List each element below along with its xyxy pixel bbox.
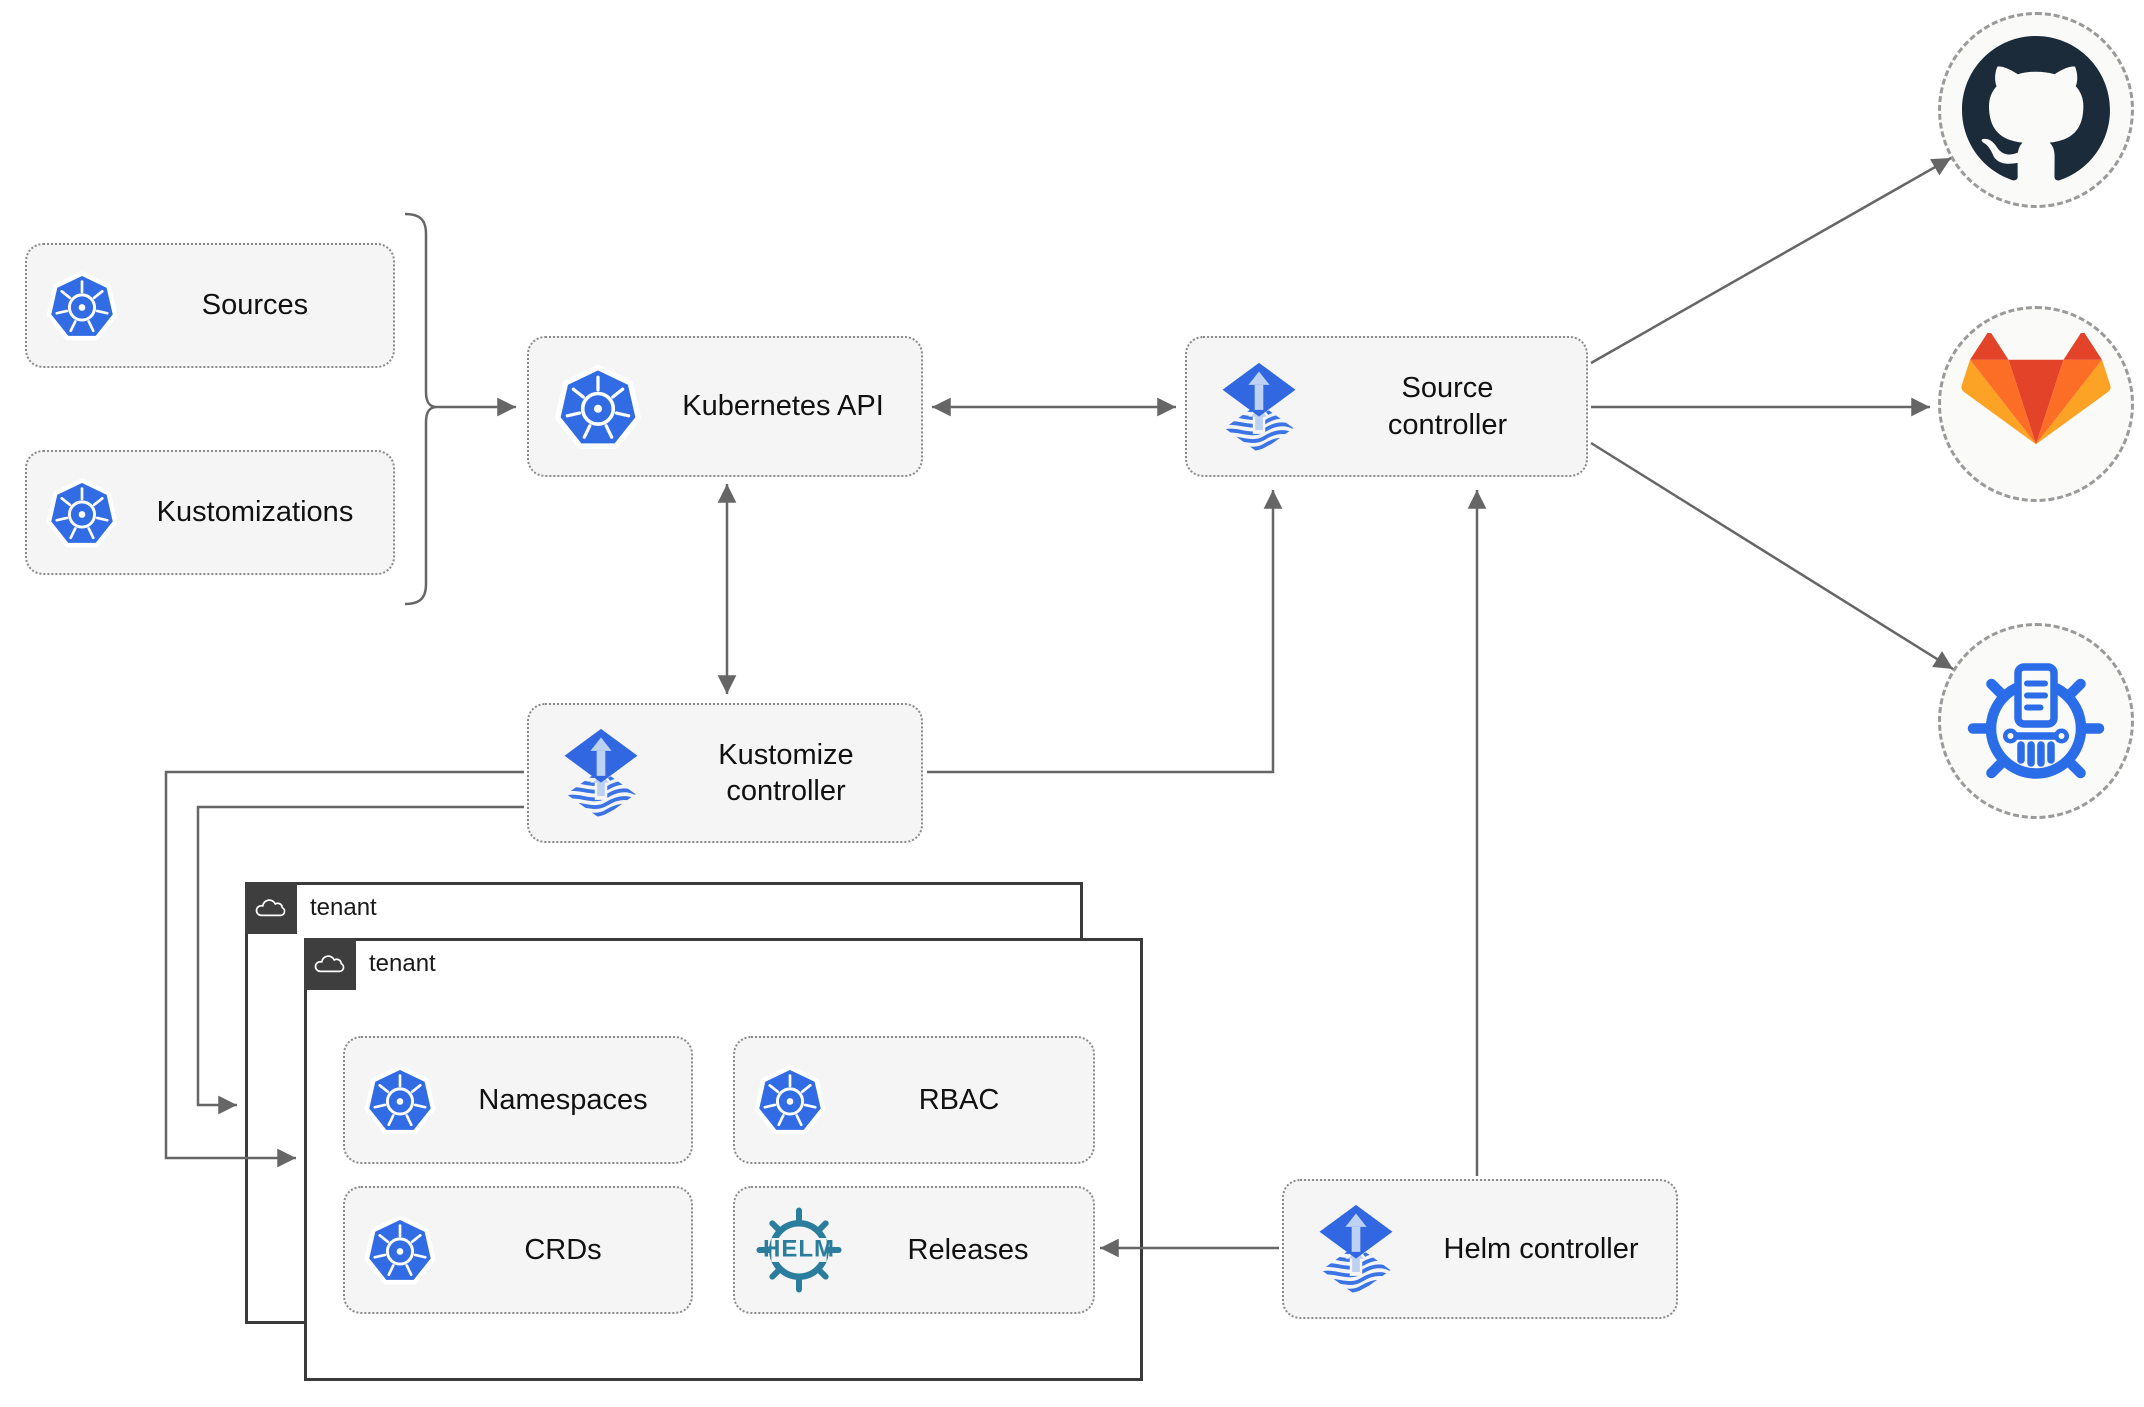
tenant-group-front: tenant Namespaces RBAC CRDs HELM Release… (304, 938, 1143, 1381)
node-rbac: RBAC (733, 1036, 1095, 1164)
cloud-icon (245, 882, 297, 934)
node-crds: CRDs (343, 1186, 693, 1314)
node-sources: Sources (25, 243, 395, 368)
rbac-label: RBAC (918, 1083, 1000, 1116)
kubernetes-icon (45, 269, 119, 343)
kubernetes-icon (753, 1063, 827, 1137)
node-kustomizations: Kustomizations (25, 450, 395, 575)
tenant-back-label: tenant (310, 894, 377, 921)
kubernetes-icon (45, 476, 119, 550)
node-kustomize-controller: Kustomize controller (527, 703, 923, 843)
kubernetes-api-label: Kubernetes API (682, 390, 884, 423)
flux-icon (1211, 359, 1307, 455)
tenant-front-label: tenant (369, 950, 436, 977)
edge-source-chartmuseum (1590, 441, 1954, 671)
helm-icon: HELM (753, 1204, 845, 1296)
helm-controller-label: Helm controller (1443, 1232, 1639, 1265)
github-icon (1962, 36, 2110, 184)
kubernetes-icon (363, 1063, 437, 1137)
chartmuseum-icon (1961, 646, 2111, 796)
kubernetes-icon (363, 1213, 437, 1287)
flux-icon (553, 725, 649, 821)
kustomize-controller-label: Kustomize controller (718, 738, 854, 807)
namespaces-label: Namespaces (478, 1083, 648, 1116)
node-kubernetes-api: Kubernetes API (527, 336, 923, 477)
endpoint-gitlab (1938, 306, 2134, 502)
node-source-controller: Source controller (1185, 336, 1588, 477)
endpoint-chartmuseum (1938, 623, 2134, 819)
edge-source-github (1590, 156, 1952, 365)
crds-label: CRDs (524, 1233, 602, 1266)
node-helm-controller: Helm controller (1282, 1179, 1678, 1319)
flux-icon (1308, 1201, 1404, 1297)
releases-label: Releases (907, 1233, 1029, 1266)
source-controller-label: Source controller (1387, 372, 1508, 441)
edge-brace (404, 212, 438, 606)
edge-kustomize-source (927, 490, 1283, 774)
kustomizations-label: Kustomizations (156, 496, 354, 529)
sources-label: Sources (201, 289, 309, 322)
endpoint-github (1938, 12, 2134, 208)
kubernetes-icon (553, 362, 643, 452)
cloud-icon (304, 938, 356, 990)
node-releases: HELM Releases (733, 1186, 1095, 1314)
helm-icon-text: HELM (763, 1235, 835, 1263)
gitlab-icon (1961, 333, 2111, 476)
node-namespaces: Namespaces (343, 1036, 693, 1164)
